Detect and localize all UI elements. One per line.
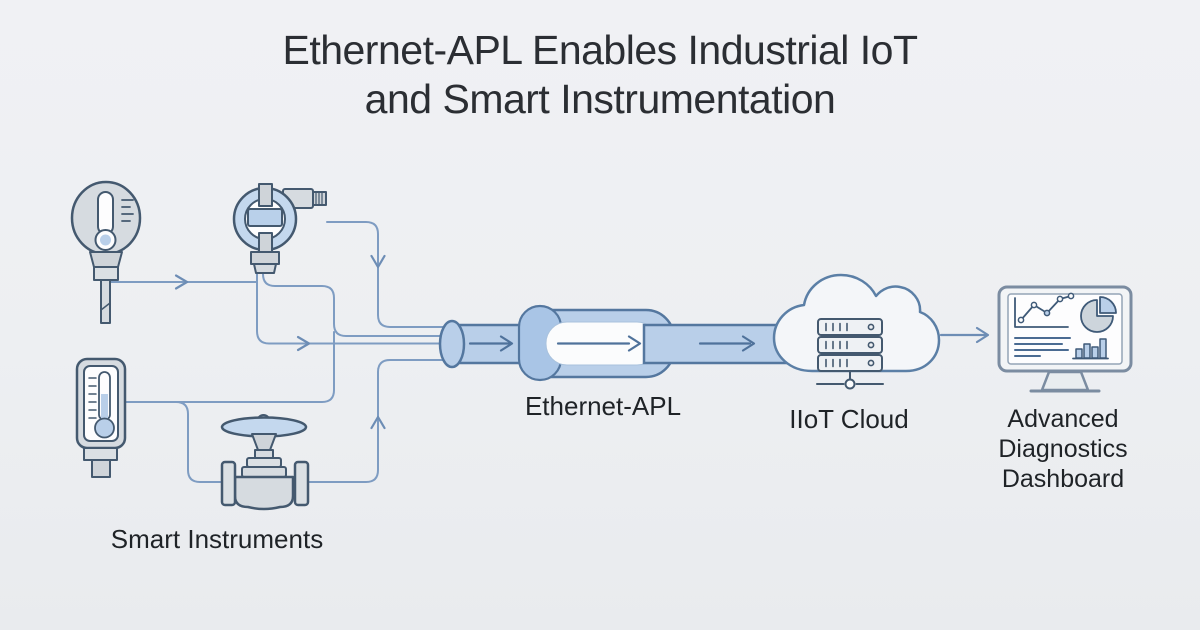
dashboard-text-lines [1014,337,1071,357]
label-smart-instruments: Smart Instruments [110,524,324,554]
label-ethernet-apl: Ethernet-APL [524,391,682,421]
chevron-down-icon [370,254,386,269]
connection-lines [109,221,451,483]
level-gauge-icon [75,357,127,478]
server-rack-icon [816,318,884,390]
temperature-sensor-icon [70,180,142,324]
label-advanced-diagnostics-dashboard: Advanced Diagnostics Dashboard [998,405,1128,493]
line-gauge-to-junction [124,331,335,403]
chevron-right-icon [296,335,311,352]
flow-chevrons [174,254,386,430]
control-valve-icon [220,414,310,511]
bar-chart-icon [1072,338,1109,360]
line-transmitter-to-cable [256,271,451,345]
line-gland-to-cable [326,221,451,328]
apl-cable-icon [438,304,792,382]
label-iiot-cloud: IIoT Cloud [789,404,909,434]
line-transmitter-branch [262,271,451,337]
title-line-2: and Smart Instrumentation [364,76,836,122]
line-valve-to-cable [307,359,451,483]
chevron-right-icon [174,274,189,290]
monitor-stand [1029,370,1101,393]
pressure-transmitter-icon [232,183,327,274]
line-chart-icon [1014,292,1075,328]
pie-chart-icon [1080,296,1117,333]
page-title: Ethernet-APL Enables Industrial IoT and … [0,26,1200,124]
cable-inlet-cap [438,319,466,369]
flow-arrow-icon [468,335,756,352]
chevron-up-icon [370,415,386,430]
dashboard-monitor-icon [997,285,1133,393]
network-node-icon [816,370,884,390]
chevron-right-icon [975,326,990,344]
title-line-1: Ethernet-APL Enables Industrial IoT [282,27,918,73]
cloud-to-dashboard-arrow [939,326,990,344]
line-branch-to-valve [175,401,223,483]
